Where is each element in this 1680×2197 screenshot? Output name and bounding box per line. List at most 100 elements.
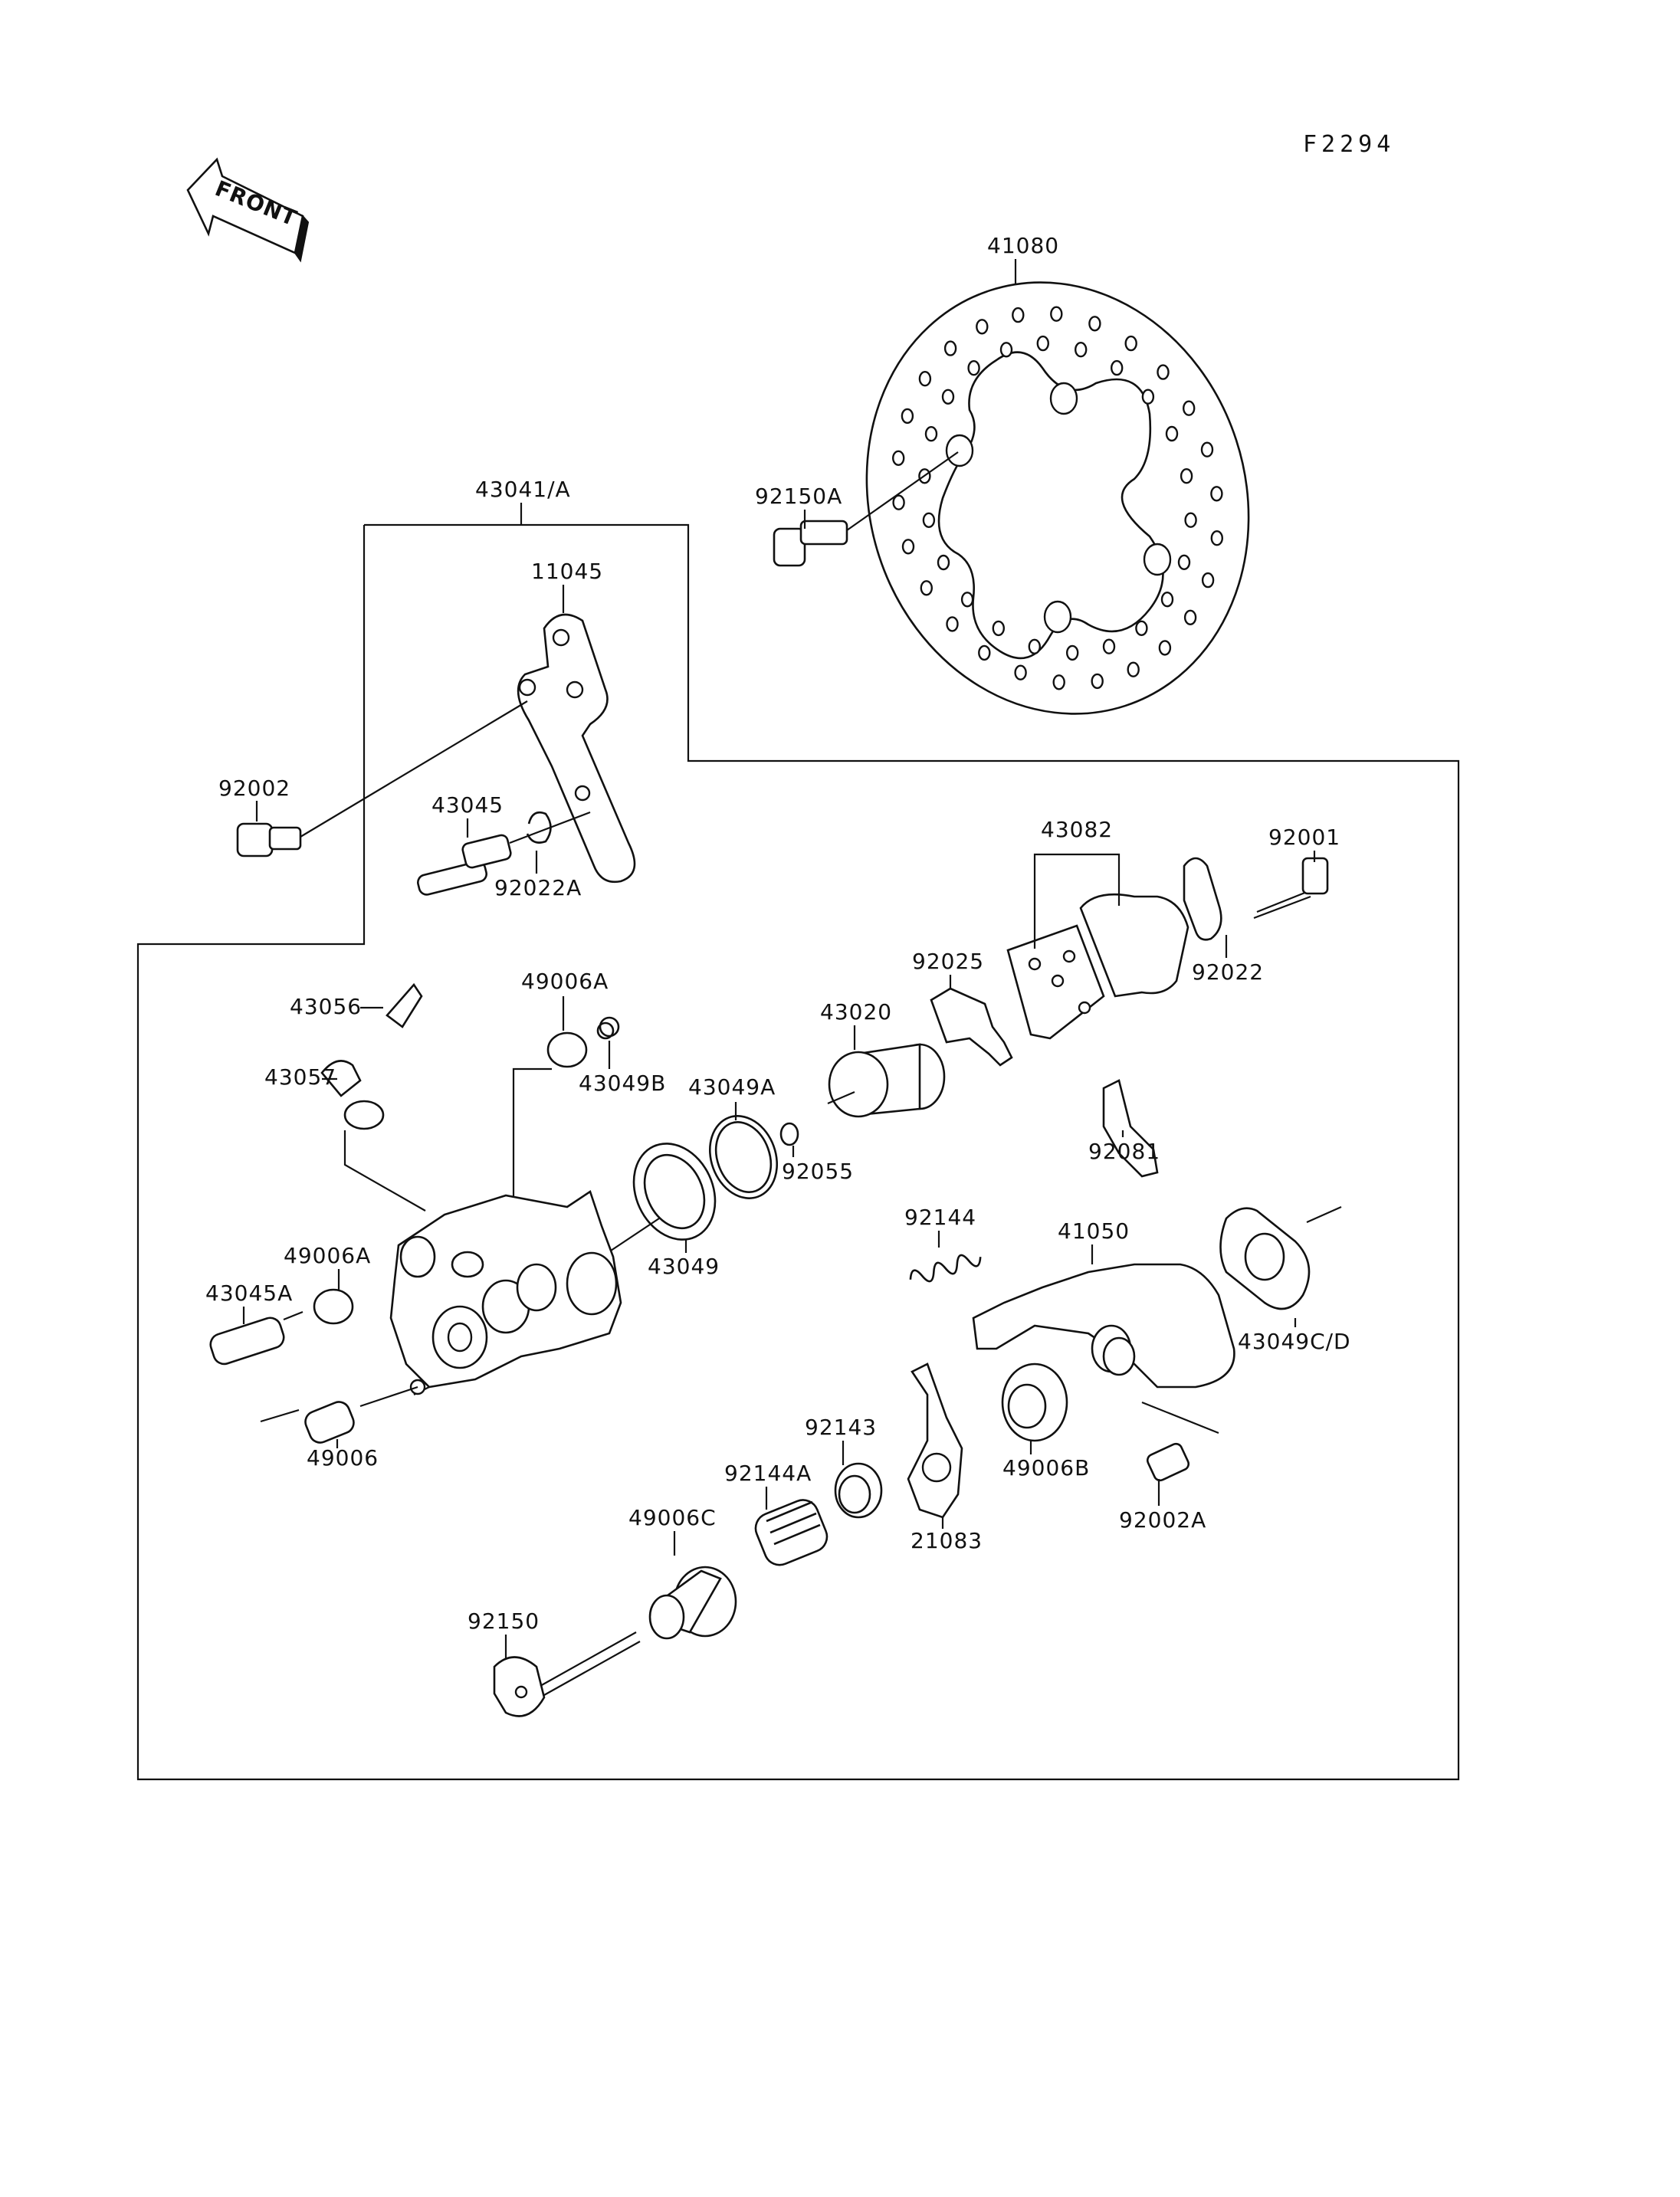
boot-49006b — [1001, 1362, 1068, 1442]
bolt-92001 — [1253, 857, 1329, 920]
label-92144: 92144 — [904, 1205, 976, 1230]
label-43049: 43049 — [648, 1254, 720, 1279]
bolt-92002a — [1141, 1401, 1219, 1482]
disc-vent-hole — [1182, 400, 1196, 416]
o-ring-43049b — [599, 1016, 620, 1038]
parking-lever-41050 — [972, 1263, 1235, 1389]
disc-vent-hole — [1180, 468, 1193, 484]
pin-43045a — [209, 1310, 304, 1366]
cam-lever-21083 — [907, 1362, 963, 1519]
label-49006: 49006 — [307, 1445, 379, 1471]
boot-49006 — [260, 1385, 418, 1444]
label-43049a: 43049A — [688, 1074, 776, 1100]
disc-vent-hole — [937, 554, 950, 571]
bleeder-cap-43057 — [320, 1060, 385, 1130]
piston-seal-43049 — [632, 1143, 717, 1241]
disc-vent-hole — [1158, 640, 1172, 656]
disc-vent-hole — [1160, 592, 1174, 608]
disc-vent-hole — [1102, 638, 1116, 654]
disc-vent-hole — [920, 580, 934, 596]
disc-vent-hole — [1184, 512, 1197, 528]
boot-49006a-left — [313, 1288, 354, 1325]
label-43041a: 43041/A — [475, 477, 571, 502]
caliper-body — [389, 1189, 622, 1395]
brake-pads-43082 — [1006, 893, 1189, 1040]
label-41080: 41080 — [987, 233, 1059, 258]
disc-vent-hole — [1183, 609, 1197, 625]
label-43045: 43045 — [431, 792, 504, 818]
disc-vent-hole — [1135, 620, 1148, 636]
disc-vent-hole — [891, 450, 905, 466]
spring-92144 — [909, 1254, 982, 1283]
disc-vent-hole — [1165, 425, 1179, 442]
disc-vent-hole — [960, 592, 974, 608]
label-92022: 92022 — [1192, 959, 1264, 985]
boot-49006c — [648, 1566, 737, 1640]
label-92022a: 92022A — [494, 875, 582, 900]
disc-vent-hole — [978, 644, 991, 661]
disc-vent-hole — [1050, 306, 1063, 322]
adjuster-bolt-92150 — [493, 1631, 641, 1717]
label-49006a-top: 49006A — [521, 969, 609, 994]
disc-vent-hole — [901, 539, 915, 555]
assembly-outline — [136, 523, 1460, 1781]
piston-43020 — [827, 1043, 946, 1118]
disc-vent-hole — [999, 342, 1013, 358]
disc-vent-hole — [967, 360, 980, 376]
label-49006a-left: 49006A — [284, 1243, 371, 1268]
label-92143: 92143 — [805, 1415, 877, 1440]
label-21083: 21083 — [911, 1528, 983, 1553]
disc-vent-hole — [1012, 307, 1025, 323]
circlip-92022a — [526, 811, 552, 844]
disc-vent-hole — [1074, 342, 1088, 358]
label-92055: 92055 — [782, 1159, 854, 1184]
label-92150a: 92150A — [755, 484, 842, 509]
bleeder-valve-43056 — [386, 982, 423, 1028]
disc-vent-hole — [976, 319, 989, 335]
disc-vent-hole — [1014, 664, 1027, 680]
label-43045a: 43045A — [205, 1280, 293, 1306]
label-43049b: 43049B — [579, 1071, 666, 1096]
torque-bracket-11045 — [517, 613, 636, 884]
disc-vent-hole — [992, 620, 1006, 637]
disc-vent-hole — [943, 340, 957, 356]
bolt-92002 — [236, 700, 528, 857]
label-43057: 43057 — [264, 1064, 336, 1090]
label-41050: 41050 — [1058, 1218, 1130, 1244]
label-92150: 92150 — [468, 1608, 540, 1634]
clip-92022 — [1183, 857, 1222, 941]
disc-vent-hole — [1088, 316, 1101, 332]
label-49006b: 49006B — [1002, 1455, 1090, 1481]
disc-vent-hole — [1036, 335, 1050, 352]
brake-disc — [865, 281, 1250, 715]
label-43049cd: 43049C/D — [1238, 1329, 1351, 1354]
label-92002a: 92002A — [1119, 1507, 1206, 1533]
disc-vent-hole — [1028, 638, 1042, 654]
disc-vent-hole — [1124, 335, 1137, 352]
label-43056: 43056 — [290, 994, 362, 1019]
label-92144a: 92144A — [724, 1461, 812, 1486]
disc-vent-hole — [892, 494, 905, 510]
disc-vent-hole — [1177, 554, 1191, 570]
disc-vent-hole — [941, 389, 955, 405]
label-43020: 43020 — [820, 999, 892, 1025]
label-11045: 11045 — [531, 559, 603, 584]
boot-49006a-top — [546, 1021, 615, 1068]
disc-vent-hole — [918, 371, 932, 387]
disc-vent-hole — [924, 426, 938, 442]
disc-vent-hole — [901, 408, 914, 425]
dust-seal-43049a — [708, 1115, 779, 1199]
label-43082: 43082 — [1041, 817, 1113, 842]
label-92002: 92002 — [218, 776, 290, 801]
ring-92055 — [779, 1122, 799, 1146]
gasket-43049cd — [1219, 1207, 1311, 1310]
pin-43045 — [417, 811, 591, 896]
spring-92144a — [754, 1499, 829, 1566]
disc-vent-hole — [1141, 389, 1155, 405]
disc-vent-hole — [1127, 661, 1140, 677]
pad-spring-92081 — [1102, 1079, 1159, 1178]
disc-vent-hole — [1210, 530, 1224, 546]
disc-vent-hole — [1210, 486, 1223, 502]
disc-vent-hole — [1200, 441, 1214, 457]
